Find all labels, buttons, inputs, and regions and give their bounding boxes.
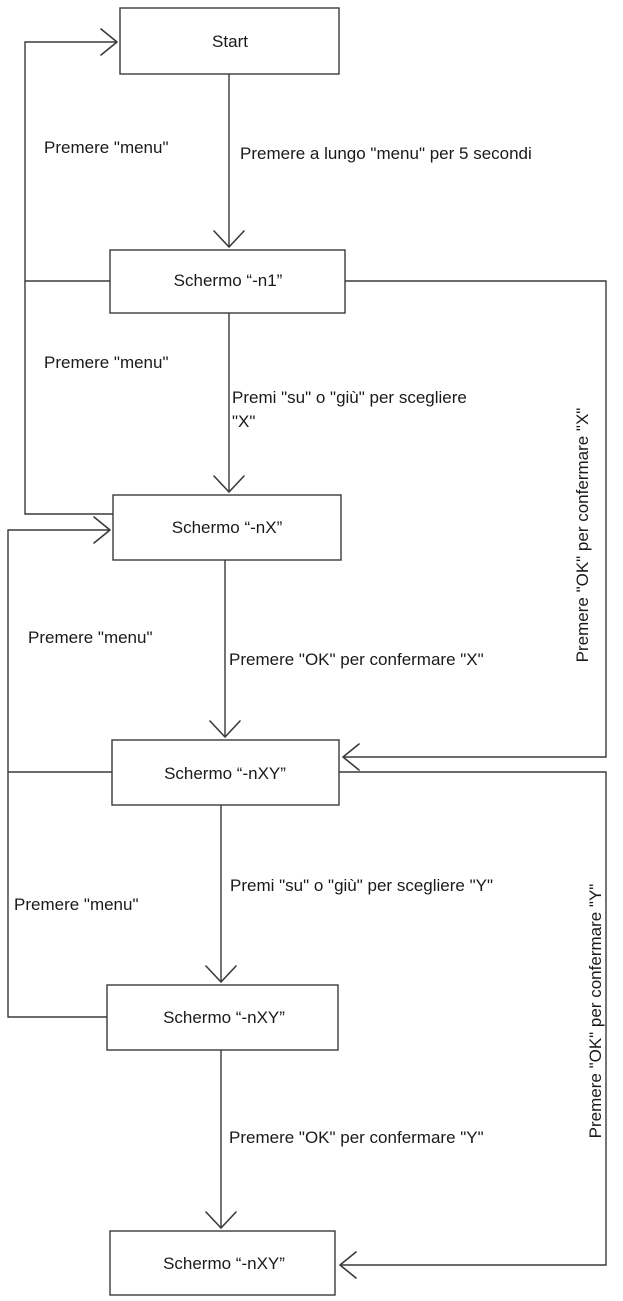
edge-label-menu-back-3: Premere "menu" (28, 628, 153, 647)
edge-label-choose-x-line2: "X" (232, 412, 255, 431)
node-schermo-n1-label: Schermo “-n1” (174, 271, 283, 290)
edge-loop-to-nx (7, 516, 112, 1018)
edge-label-ok-confirm-x-side: Premere "OK" per confermare "X" (573, 408, 592, 663)
node-start-label: Start (212, 32, 248, 51)
node-schermo-nxy-2: Schermo “-nXY” (106, 984, 339, 1051)
node-schermo-nxy-3: Schermo “-nXY” (109, 1230, 336, 1296)
edge-label-choose-y: Premi "su" o "giù" per scegliere "Y" (230, 876, 493, 895)
edge-nxy-2-to-nxy-3 (205, 1050, 237, 1229)
edge-n1-to-nx (213, 313, 245, 493)
edge-label-long-press-menu: Premere a lungo "menu" per 5 secondi (240, 144, 532, 163)
edge-label-menu-back-1: Premere "menu" (44, 138, 169, 157)
edge-label-ok-confirm-y-side: Premere "OK" per confermare "Y" (586, 884, 605, 1139)
node-schermo-n1: Schermo “-n1” (109, 249, 346, 314)
node-schermo-nxy-2-label: Schermo “-nXY” (163, 1008, 285, 1027)
edge-nxy-1-to-nxy-3-skip (339, 771, 607, 1279)
edge-label-menu-back-4: Premere "menu" (14, 895, 139, 914)
edge-nx-to-nxy-1 (209, 560, 241, 738)
node-start: Start (119, 7, 340, 75)
edge-label-menu-back-2: Premere "menu" (44, 353, 169, 372)
edge-label-ok-confirm-x: Premere "OK" per confermare "X" (229, 650, 484, 669)
edge-loop-to-start (24, 28, 118, 515)
node-schermo-nxy-1-label: Schermo “-nXY” (164, 764, 286, 783)
node-schermo-nxy-3-label: Schermo “-nXY” (163, 1254, 285, 1273)
edge-n1-to-nxy-1-skip (342, 280, 607, 771)
edge-label-ok-confirm-y: Premere "OK" per confermare "Y" (229, 1128, 484, 1147)
edge-nxy-1-to-nxy-2 (205, 805, 237, 983)
node-schermo-nxy-1: Schermo “-nXY” (111, 739, 340, 806)
edge-label-choose-x-line1: Premi "su" o "giù" per scegliere (232, 388, 467, 407)
node-schermo-nx: Schermo “-nX” (112, 494, 342, 561)
edge-start-to-n1 (213, 74, 245, 248)
node-schermo-nx-label: Schermo “-nX” (172, 518, 283, 537)
